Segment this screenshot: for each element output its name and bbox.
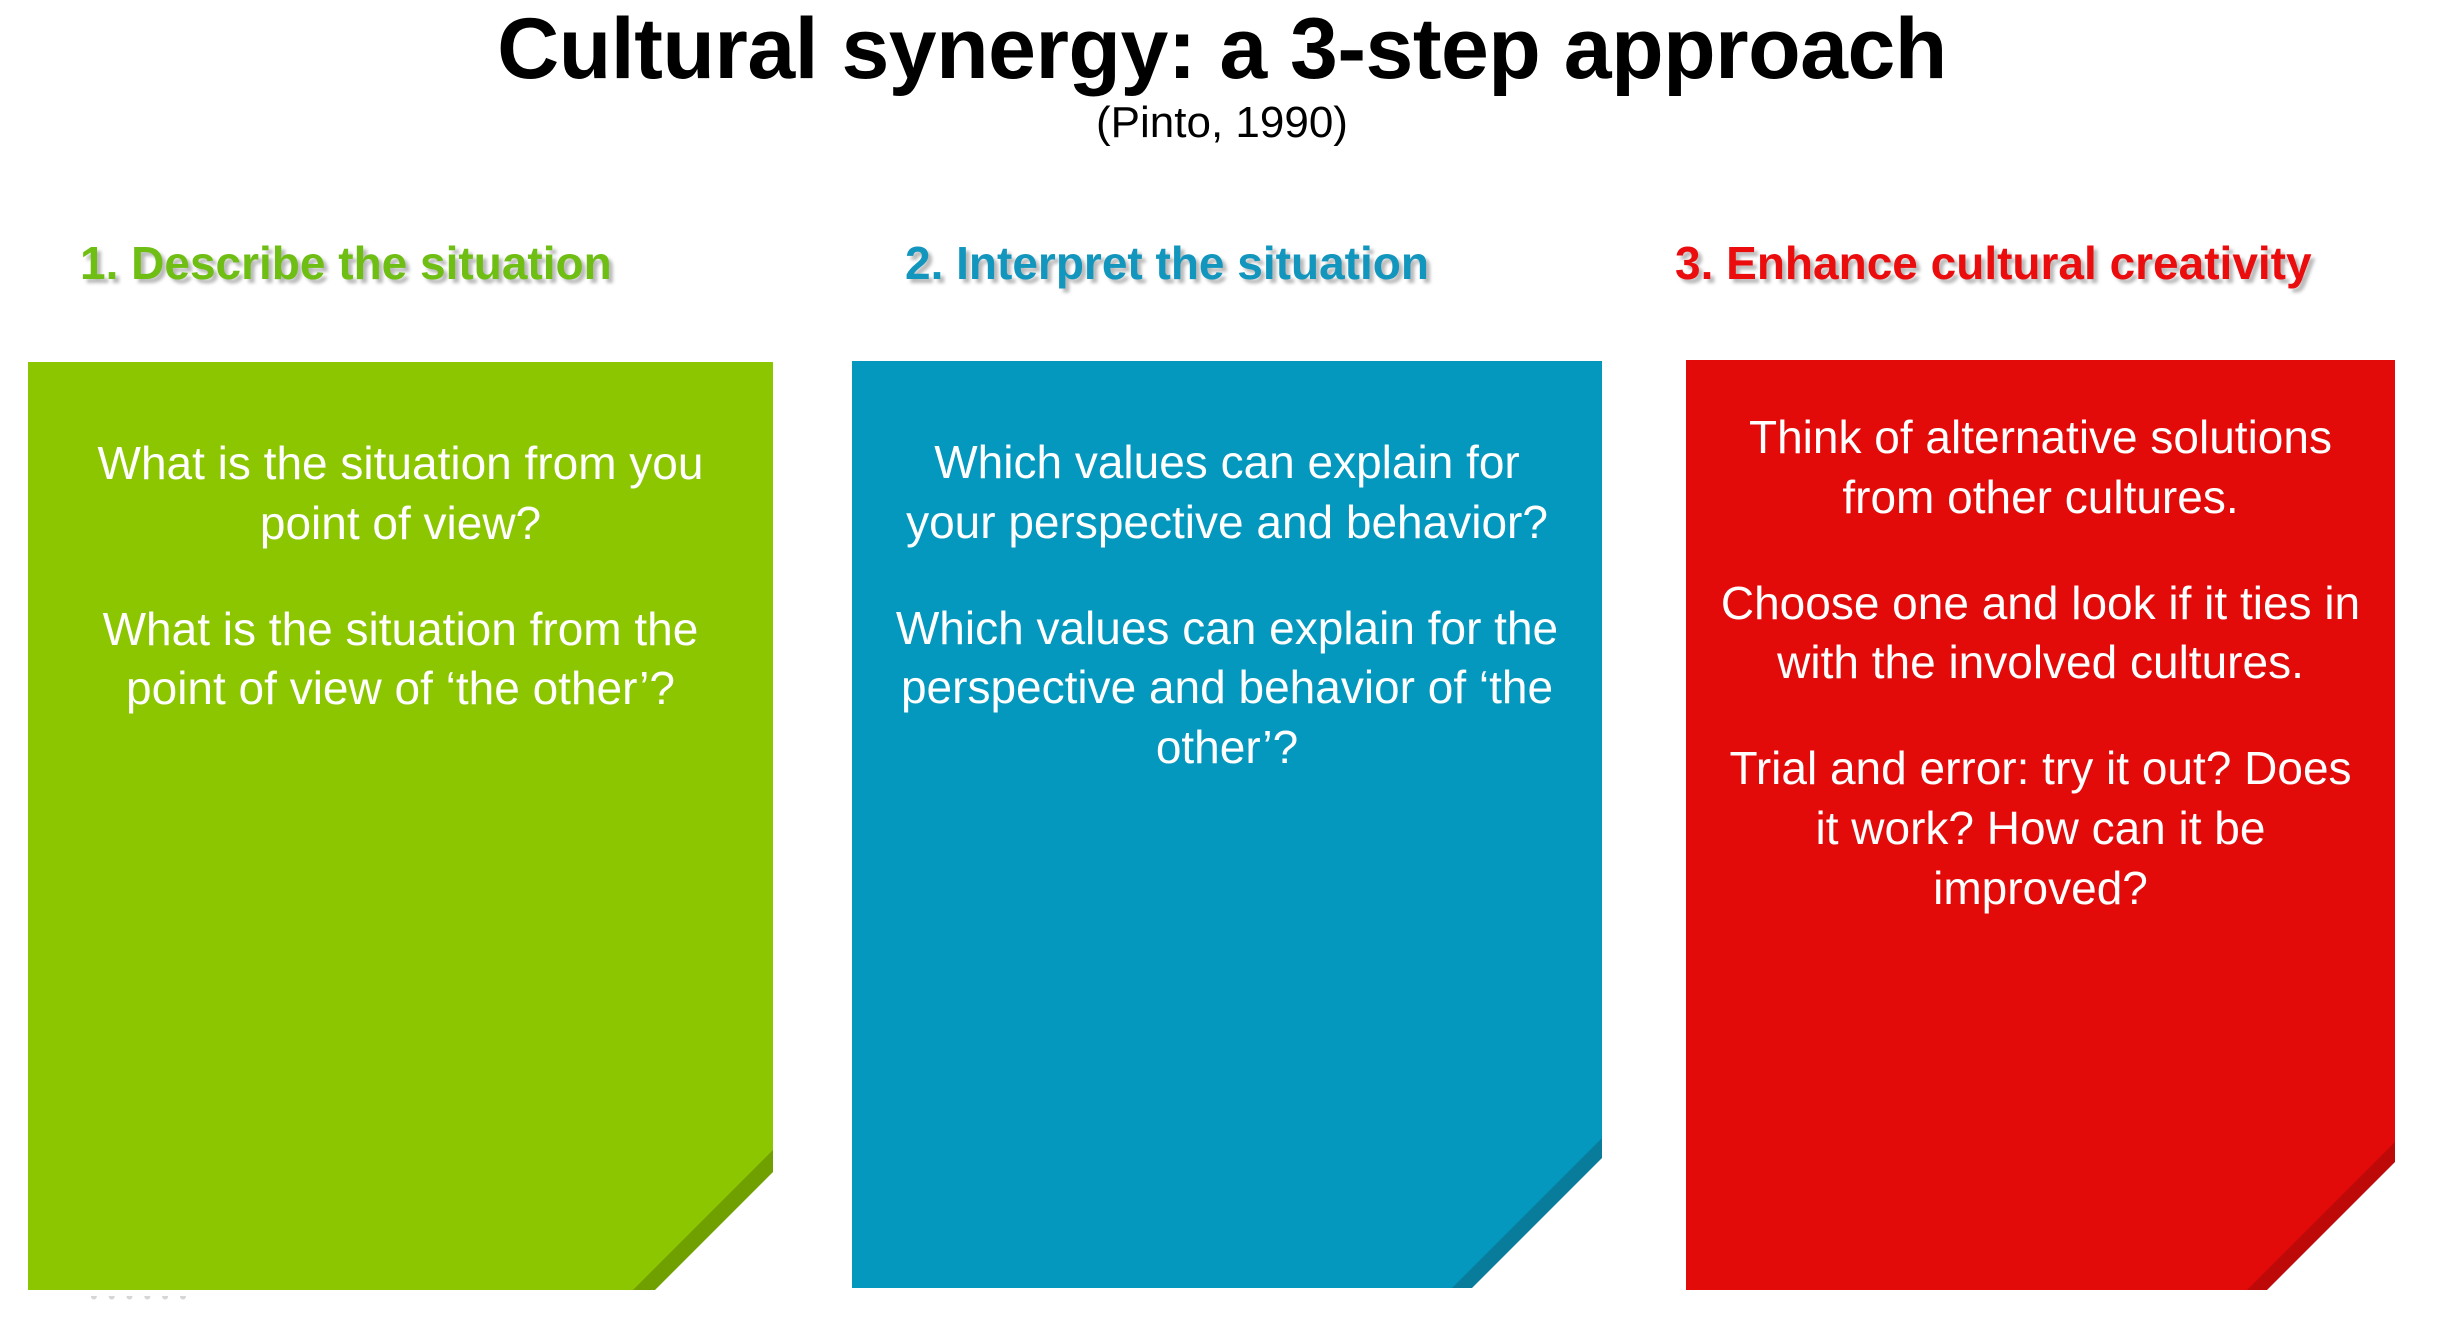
clipped-footer-text: • • • • • •	[90, 1296, 610, 1318]
card-interpret-paragraph-1: Which values can explain for your perspe…	[906, 436, 1548, 548]
title-block: Cultural synergy: a 3-step approach (Pin…	[0, 0, 2444, 146]
card-enhance-body: Think of alternative solutions from othe…	[1686, 360, 2395, 919]
card-interpret-situation: Which values can explain for your perspe…	[852, 361, 1603, 1289]
paragraph-spacer	[62, 554, 739, 600]
page-subtitle-citation: (Pinto, 1990)	[1096, 97, 1348, 147]
card-describe-paragraph-2: What is the situation from the point of …	[102, 602, 699, 715]
card-describe-body: What is the situation from you point of …	[28, 362, 773, 719]
column-heading-describe: 1. Describe the situation	[80, 237, 612, 289]
paragraph-spacer	[1720, 528, 2361, 574]
column-heading-interpret: 2. Interpret the situation	[905, 237, 1429, 289]
paragraph-spacer	[886, 553, 1568, 599]
page-fold-cut-icon	[1471, 1157, 1603, 1289]
card-enhance-paragraph-2: Choose one and look if it ties in with t…	[1720, 576, 2361, 689]
card-interpret-paragraph-2: Which values can explain for the perspec…	[895, 601, 1559, 774]
card-describe-paragraph-1: What is the situation from you point of …	[97, 437, 704, 549]
paragraph-spacer	[1720, 693, 2361, 739]
card-enhance-paragraph-3: Trial and error: try it out? Does it wor…	[1729, 742, 2352, 914]
clipped-footer-text-value: • • • • • •	[90, 1296, 189, 1309]
page-fold-cut-icon	[2266, 1161, 2396, 1291]
card-enhance-paragraph-1: Think of alternative solutions from othe…	[1749, 411, 2332, 523]
page-fold-cut-icon	[654, 1171, 774, 1291]
page-title: Cultural synergy: a 3-step approach	[497, 1, 1947, 97]
card-describe-situation: What is the situation from you point of …	[28, 362, 774, 1291]
card-interpret-body: Which values can explain for your perspe…	[852, 361, 1602, 778]
column-heading-enhance: 3. Enhance cultural creativity	[1675, 237, 2312, 289]
card-enhance-creativity: Think of alternative solutions from othe…	[1686, 360, 2396, 1291]
